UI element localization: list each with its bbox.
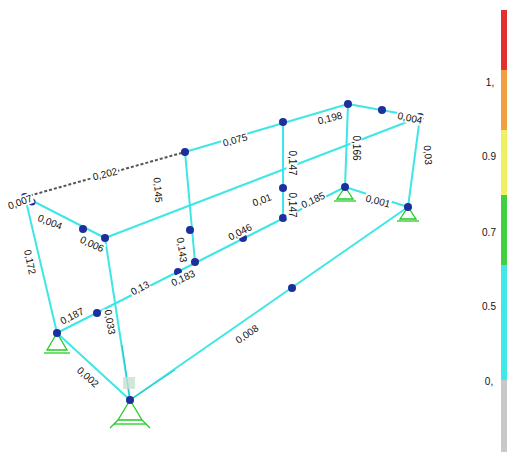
ratio-value: 0,075 <box>220 131 249 149</box>
ratio-value: 0,172 <box>22 248 38 277</box>
ratio-value: 0,187 <box>57 305 86 327</box>
ratio-value: 0,145 <box>151 176 164 204</box>
ratio-value: 0,183 <box>168 267 197 288</box>
ratio-value: 0,202 <box>91 165 120 182</box>
ratio-value: 0,143 <box>175 236 190 264</box>
ratio-value: 0,166 <box>351 134 362 161</box>
ratio-value: 0,01 <box>250 191 274 209</box>
ratio-value: 0,185 <box>298 189 327 210</box>
scale-value: 0.9 <box>481 151 497 162</box>
ratio-value: 0,13 <box>128 278 152 298</box>
ratio-value: 0,001 <box>364 192 393 210</box>
scale-value: 0.5 <box>481 301 497 312</box>
scale-value: 1, <box>485 77 495 88</box>
ratio-value: 0,03 <box>422 144 434 166</box>
ratio-value: 0,147 <box>287 191 298 218</box>
ratio-value: 0,002 <box>74 364 101 390</box>
ratio-value: 0,147 <box>287 149 298 176</box>
scale-value: 0, <box>484 376 494 387</box>
scale-value: 0.7 <box>481 227 497 238</box>
ratio-value: 0,007 <box>5 192 34 212</box>
